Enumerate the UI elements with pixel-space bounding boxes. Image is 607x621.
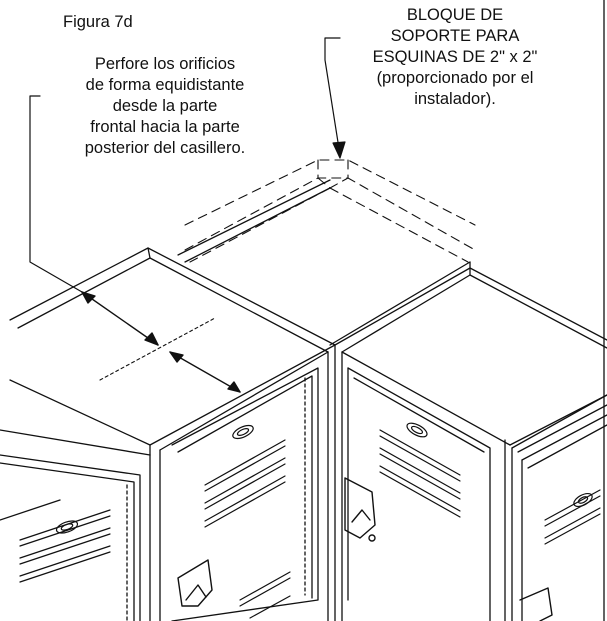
corner-support-block: [184, 159, 476, 263]
middle-locker-top: [177, 179, 471, 346]
right-door: [521, 414, 607, 621]
callout-line: (proporcionado por el: [376, 69, 534, 87]
callout-line: desde la parte: [112, 97, 218, 115]
vent-slots: [19, 429, 601, 619]
locker-latch-handle-icon: [177, 477, 553, 621]
left-door: [171, 367, 319, 621]
callout-line: SOPORTE PARA: [390, 27, 520, 45]
callout-line: instalador).: [414, 90, 496, 108]
callout-corner-support-block: BLOQUE DE SOPORTE PARA ESQUINAS DE 2" x …: [330, 5, 580, 110]
callout-drill-instructions: Perfore los orificios de forma equidista…: [40, 54, 290, 159]
callout-line: de forma equidistante: [85, 76, 245, 94]
figure-label: Figura 7d: [63, 13, 133, 31]
far-left-door: [0, 454, 141, 621]
callout-line: Perfore los orificios: [94, 55, 236, 73]
callout-line: BLOQUE DE: [406, 6, 504, 24]
center-door: [347, 367, 491, 621]
locker-vent-badge-icon: [55, 422, 593, 534]
callout-line: frontal hacia la parte: [90, 118, 240, 136]
drill-hole-guide: [99, 317, 216, 381]
dimension-arrows: [81, 291, 241, 393]
leader-right: [324, 37, 346, 159]
left-locker-top: [9, 247, 336, 456]
callout-line: posterior del casillero.: [84, 139, 246, 157]
callout-line: ESQUINAS DE 2" x 2": [372, 48, 538, 66]
leader-left: [29, 95, 83, 293]
